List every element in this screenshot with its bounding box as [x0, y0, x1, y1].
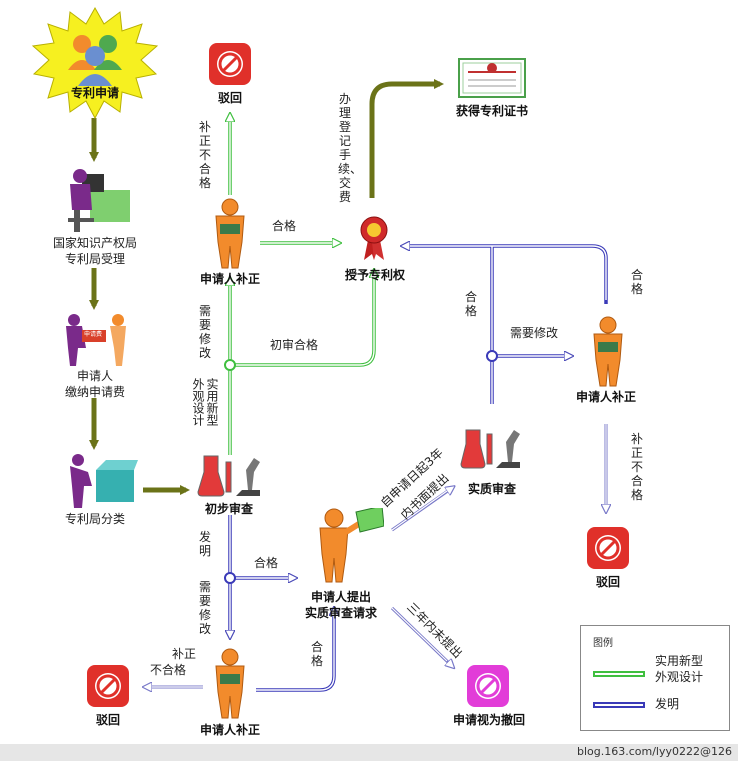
reject-left-icon: [87, 665, 129, 707]
edge-ok-right-vert: 合格: [464, 290, 477, 318]
supplement-bottom-label: 申请人补正: [199, 723, 260, 737]
application-starburst-icon: [31, 6, 159, 120]
reject-top-icon: [209, 43, 251, 85]
edge-not-ok-top: 补正不合格: [198, 120, 211, 190]
grant-ribbon-icon: [360, 216, 388, 260]
edge-not-ok-left-1: 补正: [172, 647, 197, 661]
legend-green-label-1: 实用新型: [655, 654, 704, 668]
secondary-arrows-inner: [152, 424, 607, 688]
edge-not-ok-right: 补正不合格: [630, 432, 643, 502]
edge-not-ok-left-2: 不合格: [150, 663, 187, 677]
supplement-right-label: 申请人补正: [575, 390, 636, 404]
footer-bar: blog.163.com/lyy0222@126: [0, 744, 738, 761]
main-flow-arrows: [89, 79, 444, 495]
applicant-supplement-top-icon: [215, 198, 245, 269]
blue-junction-right: [486, 350, 498, 362]
legend-box: 图例 实用新型 外观设计 发明: [580, 625, 730, 731]
legend-title: 图例: [593, 638, 613, 649]
legend-green-label-2: 外观设计: [655, 670, 704, 684]
substantive-exam-lab-icon: [460, 429, 520, 469]
fee-label-line1: 申请人: [76, 369, 113, 383]
legend-blue-label: 发明: [655, 697, 680, 711]
applicant-request-icon: [319, 508, 384, 583]
footer-watermark: blog.163.com/lyy0222@126: [576, 745, 732, 758]
legend-green-swatch: [593, 671, 645, 677]
applicant-supplement-right-icon: [593, 316, 623, 387]
edge-need-modify-low: 需要修改: [198, 580, 211, 636]
edge-utility-design: 实用新型外观设计: [191, 378, 219, 426]
classify-label: 专利局分类: [64, 512, 125, 526]
withdrawn-icon: [467, 665, 509, 707]
edge-prelim-pass: 初审合格: [270, 338, 319, 352]
edge-ok-top: 合格: [272, 219, 297, 233]
request-label-line2: 实质审查请求: [304, 606, 377, 620]
reject-left-label: 驳回: [95, 713, 120, 727]
edge-invention: 发明: [198, 530, 211, 558]
edge-ok-mid: 合格: [254, 556, 279, 570]
edge-need-modify-left: 需要修改: [198, 304, 211, 360]
edge-ok-low: 合格: [310, 640, 323, 668]
request-label-line1: 申请人提出: [310, 590, 371, 604]
office-worker-icon: [68, 169, 130, 232]
reject-right-label: 驳回: [595, 575, 620, 589]
certificate-label: 获得专利证书: [455, 104, 528, 118]
invention-arrows-inner: [229, 245, 607, 691]
withdrawn-label: 申请视为撤回: [452, 713, 525, 727]
edge-register: 办理登记手续、交费: [338, 92, 363, 204]
receipt-label: 申请费: [84, 331, 103, 338]
accept-label-line2: 专利局受理: [64, 252, 125, 266]
supplement-top-label: 申请人补正: [199, 272, 260, 286]
fee-payment-icon: [66, 314, 126, 366]
substantive-exam-label: 实质审查: [467, 482, 516, 496]
accept-label-line1: 国家知识产权局: [52, 236, 137, 250]
legend-blue-swatch: [593, 702, 645, 708]
green-junction: [224, 359, 236, 371]
blue-junction-low: [224, 572, 236, 584]
fee-label-line2: 缴纳申请费: [64, 385, 125, 399]
grant-label: 授予专利权: [344, 268, 405, 282]
edge-need-modify-right: 需要修改: [510, 326, 559, 340]
classification-box-icon: [70, 454, 138, 508]
edge-ok-right: 合格: [630, 268, 643, 296]
reject-top-label: 驳回: [217, 91, 242, 105]
reject-right-icon: [587, 527, 629, 569]
application-label: 专利申请: [70, 86, 119, 100]
preliminary-exam-lab-icon: [197, 455, 260, 497]
preliminary-exam-label: 初步审查: [204, 502, 253, 516]
applicant-supplement-bottom-icon: [215, 648, 245, 719]
certificate-icon: [458, 58, 526, 98]
